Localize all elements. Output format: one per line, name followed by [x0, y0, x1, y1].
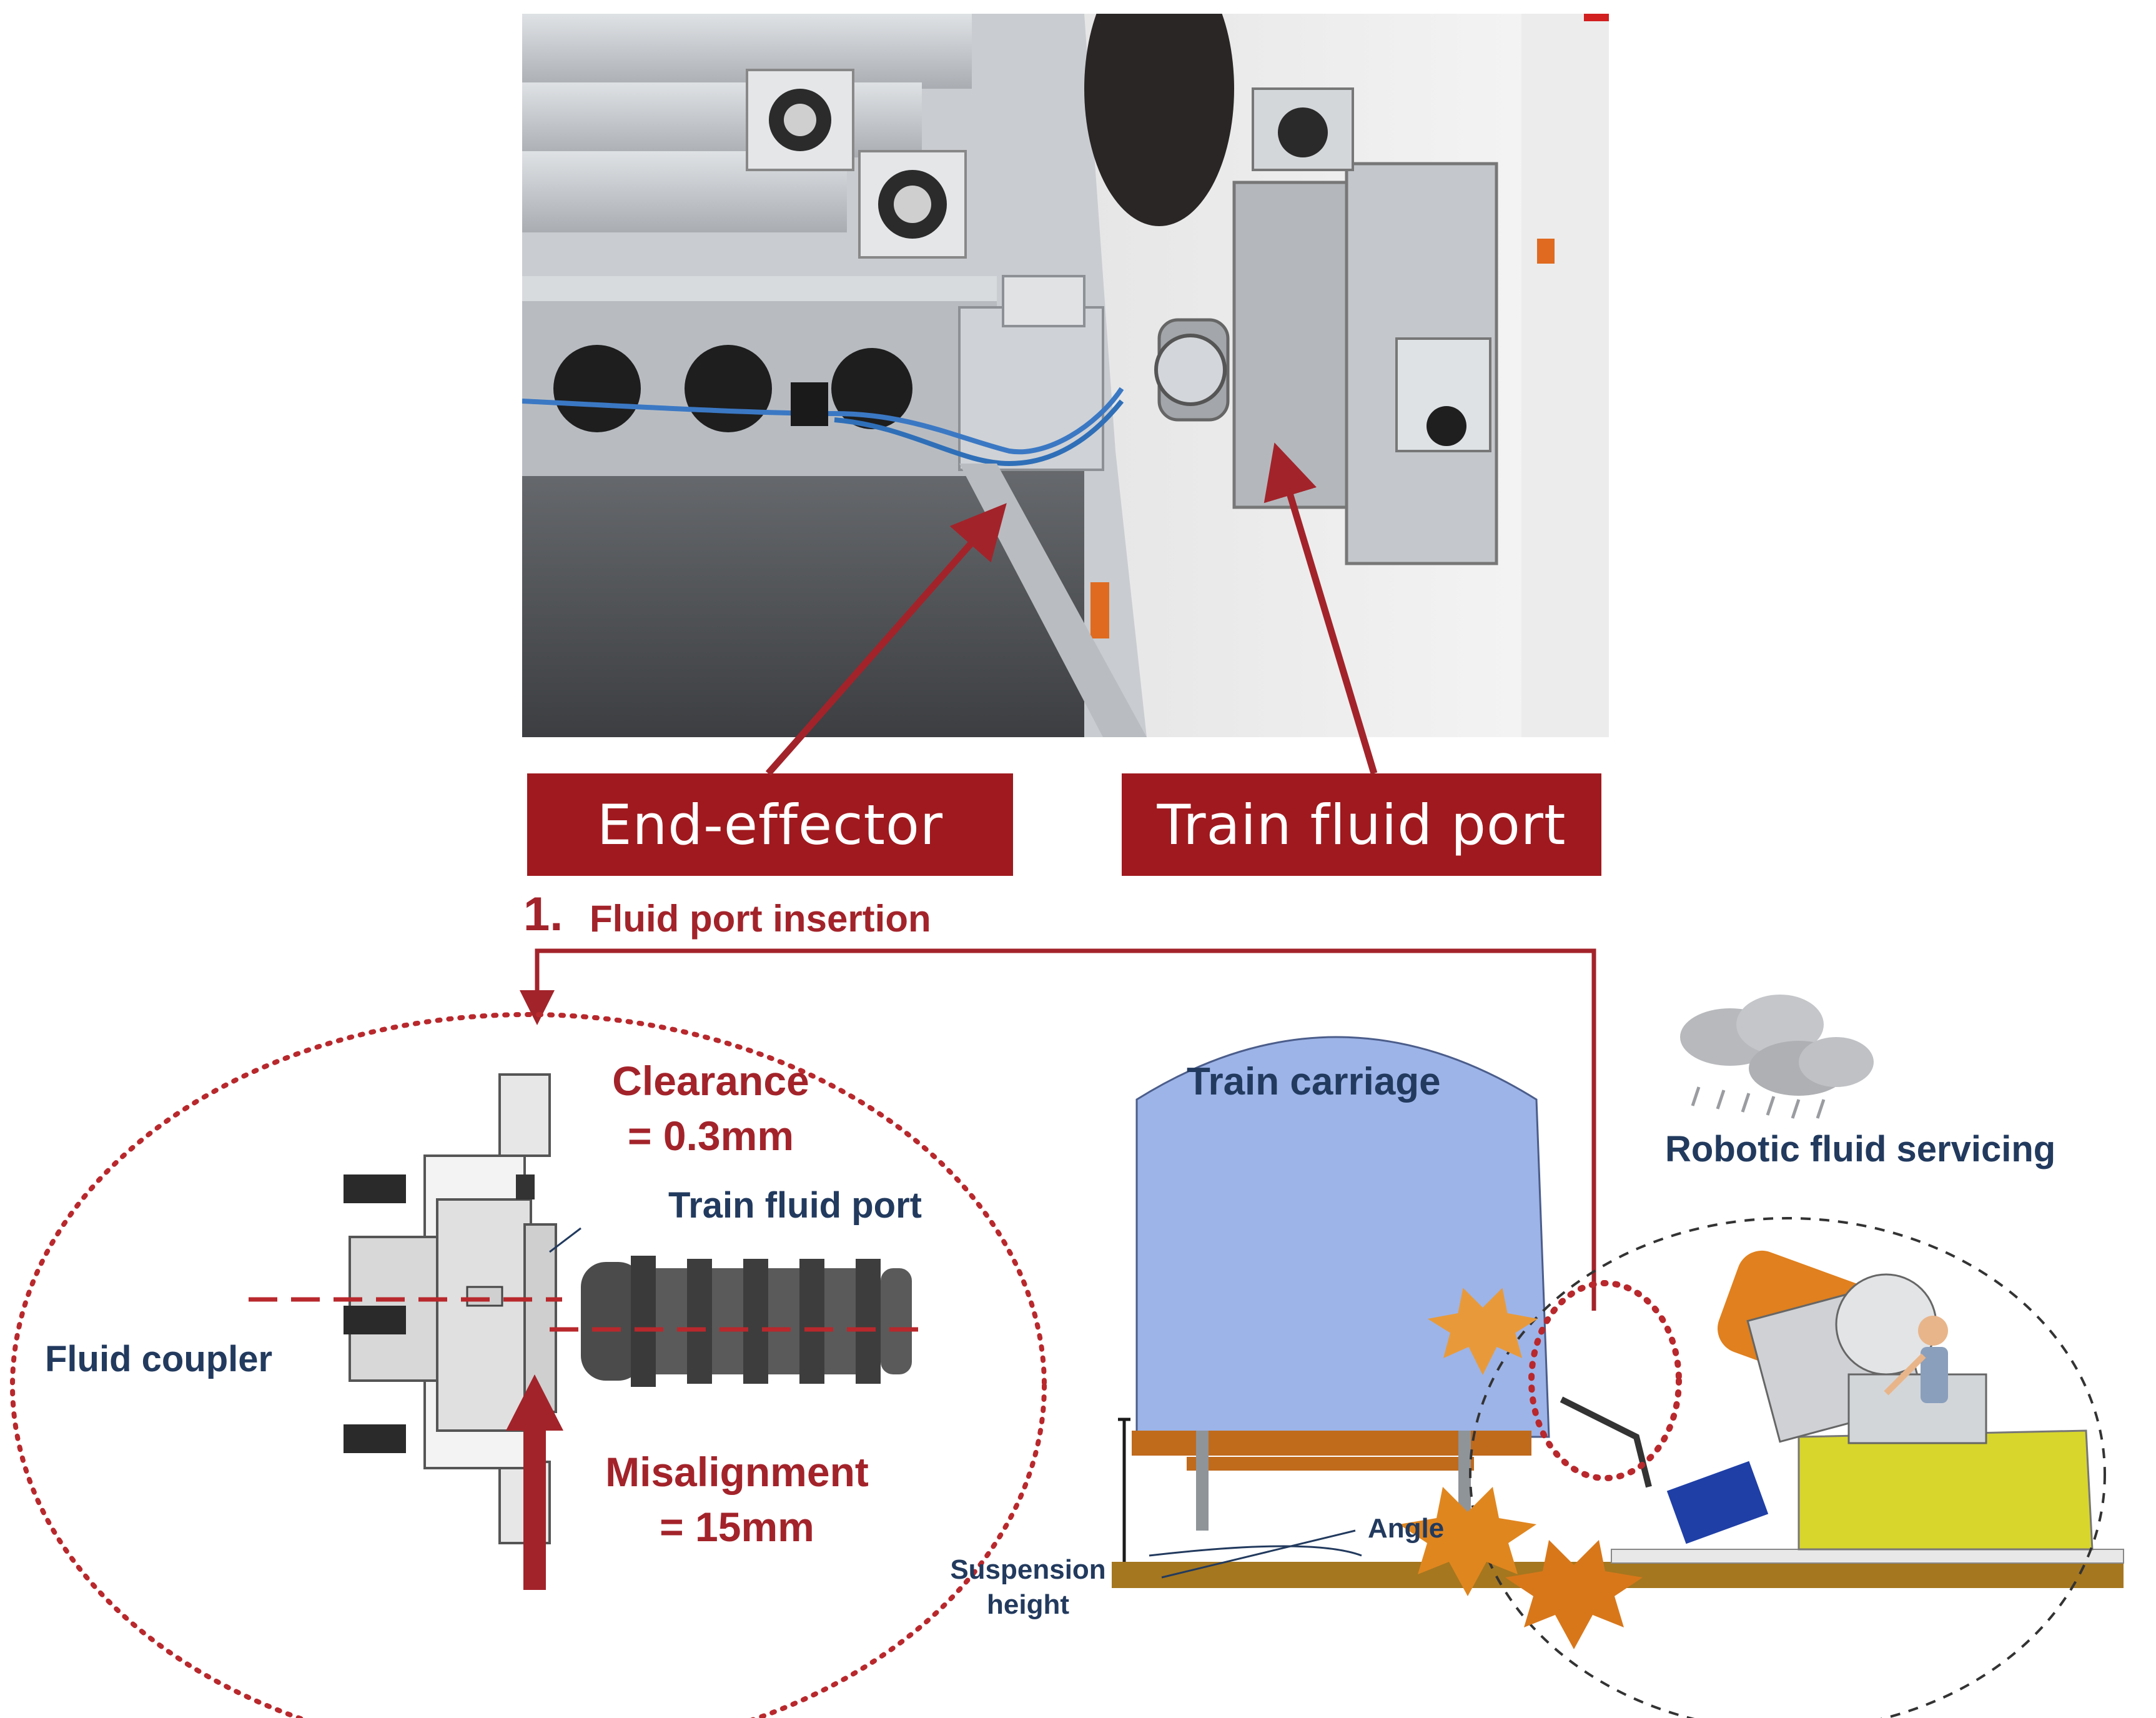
coupler-detail-ellipse	[10, 1012, 1047, 1718]
maple-leaf-icon	[1399, 1288, 1643, 1649]
step-number: 1.	[523, 888, 563, 941]
fluid-port-insertion-label: Fluid port insertion	[590, 898, 931, 940]
suspension-height-label: height	[987, 1589, 1069, 1620]
clearance-label: Clearance	[612, 1058, 809, 1104]
end-effector-label: End-effector	[596, 792, 944, 857]
misalignment-label: Misalignment	[605, 1449, 869, 1495]
train-fluid-port-label: Train fluid port	[1157, 792, 1566, 857]
misalignment-arrow	[506, 1374, 563, 1590]
cloud-rain-icon	[1680, 995, 1874, 1119]
fluid-coupler-label: Fluid coupler	[45, 1339, 273, 1379]
clearance-value: = 0.3mm	[628, 1113, 794, 1159]
end-effector-label-box: End-effector	[527, 773, 1013, 876]
misalignment-value: = 15mm	[660, 1504, 814, 1550]
train-port-pointer-arrow	[1263, 442, 1378, 775]
train-fluid-port-drawing	[581, 1256, 912, 1387]
photo-illustration	[522, 14, 1609, 737]
fluid-port-insertion-connector	[520, 948, 1596, 1311]
train-carriage-body	[1135, 1036, 1550, 1438]
end-effector-pointer-arrow	[765, 503, 1007, 776]
robotic-servicing-area	[1469, 1217, 2106, 1718]
port-highlight-circle	[1528, 1280, 1682, 1481]
photo-robot-end-effector	[522, 14, 1609, 737]
robotic-fluid-servicing-label: Robotic fluid servicing	[1665, 1129, 2056, 1169]
angle-label: Angle	[1368, 1513, 1445, 1544]
worker-figure-icon	[1884, 1316, 1948, 1403]
train-fluid-port-diagram-label: Train fluid port	[668, 1185, 922, 1226]
train-fluid-port-label-box: Train fluid port	[1122, 773, 1601, 876]
train-carriage-label: Train carriage	[1187, 1060, 1441, 1103]
suspension-label: Suspension	[950, 1554, 1106, 1585]
robot-arm-icon	[1560, 1250, 2094, 1551]
